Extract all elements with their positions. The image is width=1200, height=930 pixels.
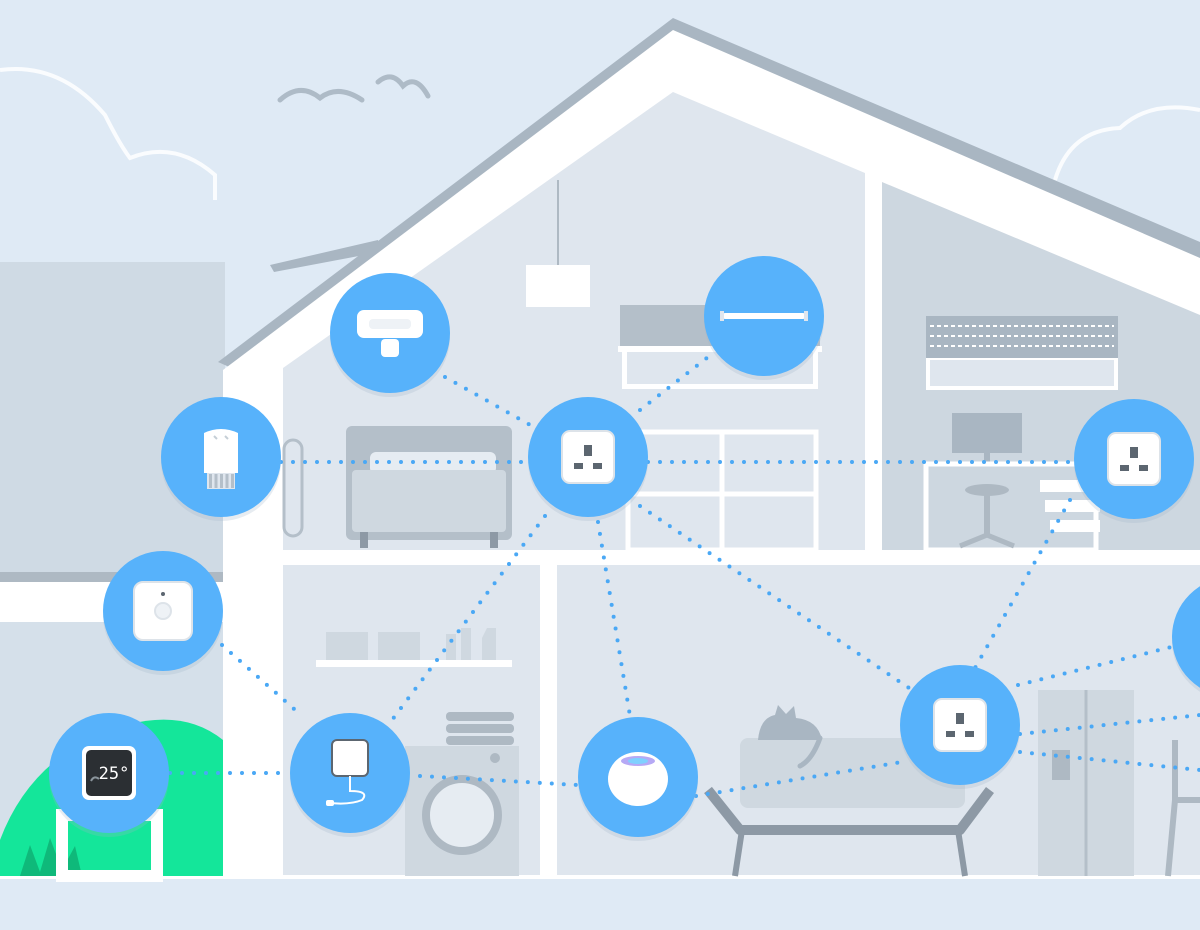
temperature-display-icon: 25° (82, 746, 136, 800)
chair (1165, 740, 1200, 877)
cloud-right (1053, 105, 1200, 181)
window-pane (930, 360, 1114, 386)
ground-line (0, 875, 1200, 879)
bed-mattress (352, 470, 506, 532)
water-leak-sensor-icon (326, 739, 369, 806)
device-node-plug-living-room[interactable] (900, 665, 1020, 789)
device-nodes: 25° (49, 256, 1200, 841)
bed-leg (360, 532, 368, 548)
device-node-thermometer[interactable]: 25° (49, 713, 169, 837)
smart-plug-icon (1107, 432, 1161, 486)
bird-icon (277, 88, 365, 103)
floodlight-camera-icon (357, 310, 423, 357)
fridge-dispenser (1052, 750, 1070, 780)
light-bar-icon (720, 311, 808, 321)
chair-post (984, 495, 990, 535)
washing-machine-door (422, 775, 502, 855)
sofa-frame (704, 786, 994, 835)
washing-machine-knob (490, 753, 500, 763)
chair-seat (965, 484, 1009, 496)
temperature-reading: 25° (99, 764, 130, 784)
staircase (1040, 480, 1100, 532)
chair-base (959, 532, 1015, 549)
neighbour-ledge (0, 572, 225, 582)
device-node-plug-right-upper[interactable] (1074, 399, 1194, 523)
device-node-radiator-valve[interactable] (161, 397, 281, 521)
smart-plug-icon (561, 430, 615, 484)
partition-wall (865, 180, 882, 550)
mesh-link (973, 498, 1072, 670)
shutter-slats (930, 325, 1114, 347)
device-node-water-sensor[interactable] (290, 713, 410, 837)
spray-bottle (482, 628, 496, 660)
cloud-left (0, 67, 217, 200)
monitor-stand (984, 453, 990, 465)
sofa-leg (955, 829, 968, 877)
side-roof (270, 240, 380, 272)
mesh-link (694, 760, 904, 798)
monitor (952, 413, 1022, 453)
mesh-link (443, 375, 534, 428)
mesh-network-lines (168, 352, 1200, 798)
bottle (446, 634, 456, 660)
shelf (316, 660, 512, 667)
device-node-edge-right[interactable] (1172, 577, 1200, 701)
storage-box (378, 632, 420, 660)
towel-stack (446, 712, 514, 745)
partition-wall (540, 565, 557, 877)
storage-box (326, 632, 368, 660)
mesh-link (418, 774, 580, 787)
bed-pillow (370, 452, 496, 474)
bottle (461, 628, 471, 660)
device-node-floodlight[interactable] (330, 273, 450, 397)
motion-sensor-icon (133, 581, 193, 641)
node-circle (1172, 586, 1200, 688)
smart-speaker-icon (608, 752, 668, 806)
ceiling-lamp (526, 265, 590, 307)
cat-tail (797, 735, 823, 769)
device-node-speaker[interactable] (578, 717, 698, 841)
ground (0, 875, 1200, 915)
device-node-motion-sensor[interactable] (103, 551, 223, 675)
bird-icon (375, 74, 431, 99)
radiator-valve-icon (204, 429, 238, 489)
bed-leg (490, 532, 498, 548)
cat (758, 705, 822, 740)
mesh-link (1016, 638, 1200, 687)
smart-plug-icon (933, 698, 987, 752)
sofa-leg (732, 829, 745, 877)
floor-slab (223, 550, 1200, 565)
device-node-light-bar[interactable] (704, 256, 824, 380)
radiator (282, 438, 304, 538)
device-node-hub[interactable] (528, 397, 648, 521)
